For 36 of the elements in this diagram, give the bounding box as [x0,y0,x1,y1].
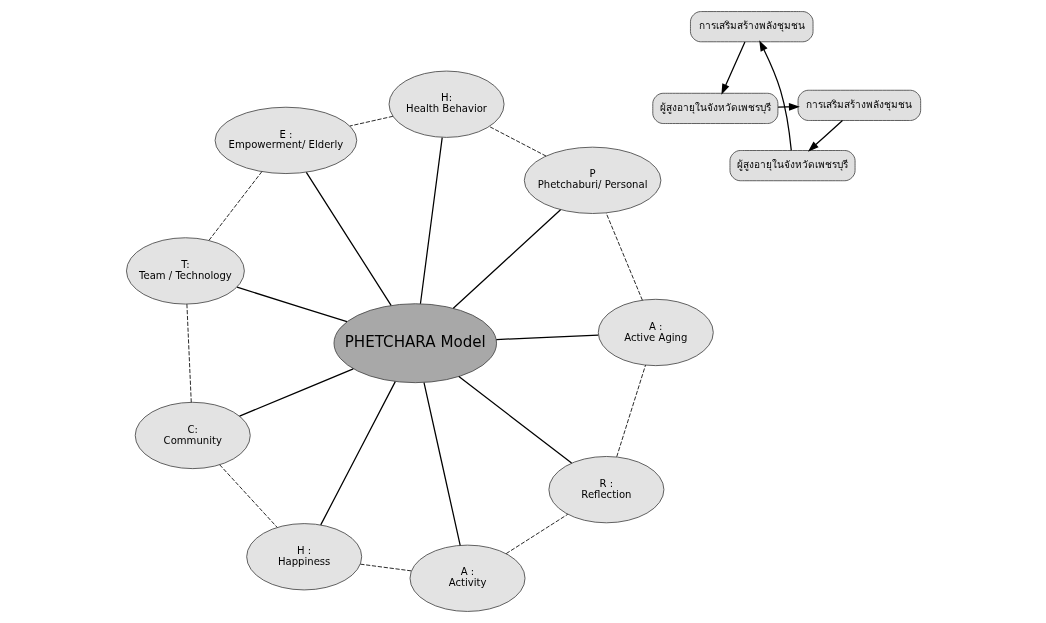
connector [422,381,461,546]
node-ellipse: PHETCHARA Model [333,303,497,384]
node-ellipse: R : Reflection [547,456,664,524]
connector [218,464,277,528]
node-ellipse: H: Health Behavior [388,70,504,138]
arrow [776,103,800,111]
connector [235,286,348,323]
connector [419,136,443,305]
connector [348,115,393,127]
connector [495,334,599,341]
connector [605,212,643,301]
arrow [807,119,843,152]
node-ellipse: C: Community [134,401,251,470]
node-box: ผู้สูงอายุในจังหวัดเพชรบุรี [651,92,778,124]
node-ellipse: T: Team / Technology [125,237,245,305]
connector [488,126,546,157]
node-ellipse: P Phetchaburi/ Personal [523,146,661,214]
connector [457,376,572,464]
node-box: ผู้สูงอายุในจังหวัดเพชรบุรี [729,150,855,182]
arrow [720,41,746,95]
connector [359,563,412,572]
connector [452,209,561,309]
node-ellipse: E : Empowerment/ Elderly [214,106,357,174]
connector [505,513,568,554]
node-ellipse: A : Activity [409,544,525,612]
connector [319,381,396,526]
connector [615,364,646,458]
node-box: การเสริมสร้างพลังชุมชน [689,11,813,43]
connector [208,171,262,241]
node-ellipse: H : Happiness [245,523,362,591]
arrow [758,40,792,152]
node-ellipse: A : Active Aging [597,298,714,367]
connector [305,171,392,306]
connector [186,303,192,403]
connector [238,368,354,417]
node-box: การเสริมสร้างพลังชุมชน [797,89,921,121]
